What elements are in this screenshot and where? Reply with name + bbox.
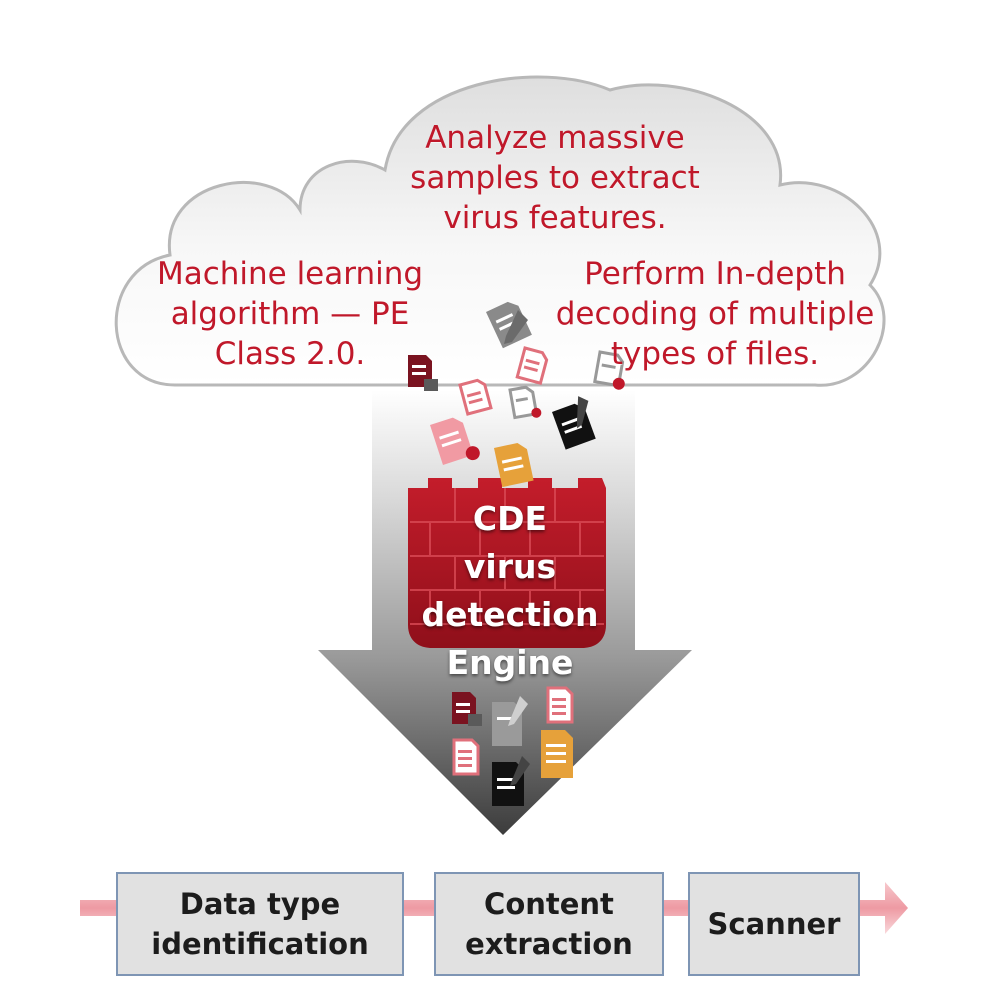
stage-content-extraction: Content extraction bbox=[434, 872, 664, 976]
cloud-text-left: Machine learning algorithm — PE Class 2.… bbox=[156, 256, 424, 372]
cloud-text-top: Analyze massive samples to extract virus… bbox=[410, 120, 700, 236]
stage-label-line: Data type bbox=[179, 887, 341, 921]
pen-document-icon bbox=[552, 396, 596, 450]
stage-label-line: extraction bbox=[465, 927, 633, 961]
cloud-text-right: Perform In-depth decoding of multiple ty… bbox=[555, 256, 875, 372]
lock-document-icon bbox=[408, 355, 438, 391]
stage-label-line: identification bbox=[151, 927, 369, 961]
engine-label: CDE virus detection Engine bbox=[395, 495, 625, 687]
virus-document-icon bbox=[593, 350, 625, 390]
engine-label-line: detection bbox=[421, 595, 599, 634]
virus-document-icon bbox=[430, 417, 480, 465]
cloud-shape bbox=[114, 75, 886, 387]
document-icon bbox=[458, 378, 493, 416]
document-icon bbox=[541, 730, 573, 778]
document-icon bbox=[494, 443, 534, 488]
stage-data-type-identification: Data type identification bbox=[116, 872, 404, 976]
document-icon bbox=[515, 346, 549, 386]
stage-label-line: Content bbox=[484, 887, 614, 921]
engine-label-line: CDE bbox=[472, 499, 548, 538]
document-icon bbox=[452, 738, 480, 776]
pen-document-icon bbox=[504, 310, 528, 344]
pen-document-icon bbox=[492, 696, 528, 746]
engine-label-line: virus bbox=[463, 547, 557, 586]
document-icon bbox=[546, 686, 574, 724]
stage-label-line: Scanner bbox=[707, 907, 841, 941]
virus-document-icon bbox=[508, 385, 542, 420]
lock-document-icon bbox=[452, 692, 482, 726]
engine-label-line: Engine bbox=[446, 643, 574, 682]
firewall-icon bbox=[408, 478, 606, 648]
pen-document-icon bbox=[492, 756, 530, 806]
stage-scanner: Scanner bbox=[688, 872, 860, 976]
